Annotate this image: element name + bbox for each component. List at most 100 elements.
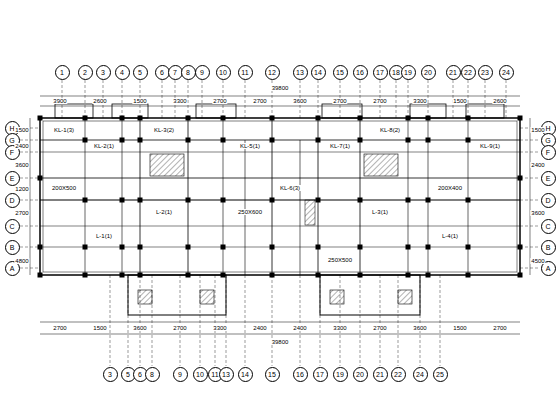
axis-line [485, 80, 486, 118]
axis-bubble: 15 [333, 65, 348, 80]
axis-bubble: 13 [219, 367, 234, 382]
dimension-text: 2700 [212, 98, 227, 104]
axis-bubble: 8 [145, 367, 160, 382]
axis-bubble: F [541, 145, 556, 160]
dimension-text: 3600 [412, 325, 427, 331]
dimension-text: 2700 [14, 210, 29, 216]
axis-bubble: 5 [133, 65, 148, 80]
column [138, 116, 143, 121]
axis-bubble: 8 [181, 65, 196, 80]
axis-bubble: 15 [265, 367, 280, 382]
axis-line [128, 275, 129, 366]
axis-number: 8 [186, 69, 190, 76]
column [83, 138, 88, 143]
axis-bubble: 9 [173, 367, 188, 382]
dimension-text: 3600 [292, 98, 307, 104]
axis-number: 10 [196, 371, 204, 378]
axis-bubble: D [5, 193, 20, 208]
axis-bubble: 16 [293, 367, 308, 382]
axis-line [520, 268, 540, 269]
dimension-text: 4800 [14, 258, 29, 264]
column [38, 273, 43, 278]
axis-bubble: 9 [195, 65, 210, 80]
axis-bubble: 17 [373, 65, 388, 80]
column [221, 245, 226, 250]
dimension-text: 1500 [452, 98, 467, 104]
column [270, 138, 275, 143]
axis-number: G [545, 137, 550, 144]
axis-number: 15 [268, 371, 276, 378]
column [358, 198, 363, 203]
axis-number: 2 [83, 69, 87, 76]
beam-note: L-3(1) [371, 209, 389, 215]
beam-note: L-2(1) [155, 209, 173, 215]
axis-number: 14 [314, 69, 322, 76]
beam-note: KL-8(2) [379, 127, 401, 133]
axis-line [520, 226, 540, 227]
column [358, 245, 363, 250]
column [186, 245, 191, 250]
column [316, 116, 321, 121]
dimension-text: 4500 [530, 258, 545, 264]
axis-number: 16 [356, 69, 364, 76]
axis-number: 8 [150, 371, 154, 378]
axis-line [215, 275, 216, 366]
axis-bubble: 2 [78, 65, 93, 80]
column [518, 116, 523, 121]
column [358, 138, 363, 143]
axis-line [110, 275, 111, 366]
axis-line [360, 80, 361, 118]
axis-line [300, 275, 301, 366]
axis-line [440, 275, 441, 366]
axis-bubble: B [541, 240, 556, 255]
axis-line [272, 275, 273, 366]
column [120, 245, 125, 250]
dimension-text: 2700 [372, 325, 387, 331]
beam-note: KL-3(2) [153, 127, 175, 133]
column [518, 273, 523, 278]
beam-note: KL-1(3) [53, 127, 75, 133]
axis-bubble: 17 [313, 367, 328, 382]
axis-line [245, 80, 246, 118]
axis-bubble: C [541, 219, 556, 234]
axis-number: 3 [108, 371, 112, 378]
column [138, 198, 143, 203]
beam-note: L-1(1) [95, 233, 113, 239]
axis-bubble: 24 [499, 65, 514, 80]
axis-bubble: 25 [433, 367, 448, 382]
column [186, 116, 191, 121]
column [426, 245, 431, 250]
dimension-text: 3600 [14, 162, 29, 168]
column [270, 245, 275, 250]
dimension-text: 2700 [172, 325, 187, 331]
column [466, 245, 471, 250]
column [426, 116, 431, 121]
axis-number: 11 [241, 69, 248, 76]
column [120, 198, 125, 203]
column [406, 138, 411, 143]
dimension-text: 3300 [172, 98, 187, 104]
dimension-text: 2700 [252, 98, 267, 104]
axis-line [520, 200, 540, 201]
column [120, 273, 125, 278]
axis-line [200, 275, 201, 366]
column [221, 198, 226, 203]
column [83, 245, 88, 250]
dimension-text: 1500 [14, 127, 29, 133]
axis-number: 3 [101, 69, 105, 76]
dimension-text: 2700 [492, 325, 507, 331]
axis-number: F [10, 149, 14, 156]
dimension-text: 2700 [372, 98, 387, 104]
column [518, 245, 523, 250]
axis-bubble: 1 [55, 65, 70, 80]
column [316, 198, 321, 203]
column [83, 198, 88, 203]
axis-line [122, 80, 123, 118]
axis-bubble: 10 [216, 65, 231, 80]
beam-note: L-4(1) [441, 233, 459, 239]
axis-number: B [546, 244, 551, 251]
axis-number: 19 [404, 69, 412, 76]
beam-note: KL-9(1) [479, 143, 501, 149]
axis-line [360, 275, 361, 366]
